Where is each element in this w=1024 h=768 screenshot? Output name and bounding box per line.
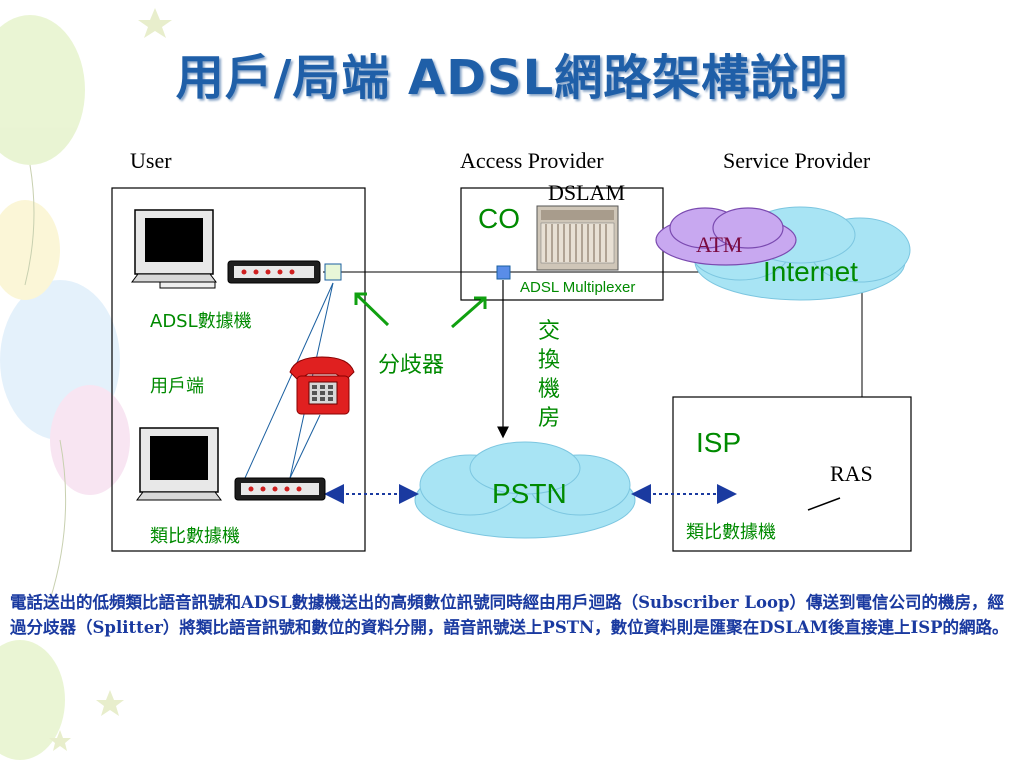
star-shape bbox=[49, 730, 71, 751]
computer-icon bbox=[136, 427, 222, 501]
isp-analog-modem-label: 類比數據機 bbox=[686, 522, 776, 543]
user-side-label: 用戶端 bbox=[150, 376, 204, 397]
phone-wire bbox=[244, 282, 334, 479]
co-label: CO bbox=[478, 203, 520, 234]
telephone-cord bbox=[289, 414, 321, 479]
ras-device bbox=[807, 497, 841, 511]
header-access-provider: Access Provider bbox=[460, 148, 604, 173]
splitter-label: 分歧器 bbox=[378, 353, 445, 378]
header-user: User bbox=[130, 148, 172, 173]
user-analog-modem-label: 類比數據機 bbox=[150, 526, 240, 547]
header-service-provider: Service Provider bbox=[723, 148, 871, 173]
pstn-cloud bbox=[414, 441, 636, 539]
isp-box bbox=[672, 396, 912, 552]
user-box bbox=[111, 187, 366, 552]
star-shape bbox=[96, 690, 124, 716]
ras-label: RAS bbox=[830, 461, 873, 486]
analog-modem-icon bbox=[234, 477, 326, 501]
isp-label: ISP bbox=[696, 427, 742, 458]
balloon-shape bbox=[50, 385, 130, 495]
adsl-modem-icon bbox=[227, 260, 321, 284]
internet-label: Internet bbox=[763, 256, 858, 287]
atm-label: ATM bbox=[696, 232, 743, 257]
user-splitter bbox=[324, 263, 342, 281]
splitter-pointer-right-head bbox=[474, 296, 487, 309]
balloon-string bbox=[24, 164, 35, 286]
splitter-pointer-left-head bbox=[354, 292, 367, 305]
star-shape bbox=[138, 8, 172, 38]
adsl-modem-label: ADSL數據機 bbox=[150, 311, 252, 332]
page-title: 用戶/局端 ADSL網路架構說明 bbox=[175, 50, 849, 106]
balloon-shape bbox=[0, 15, 85, 165]
dslam-icon bbox=[536, 205, 619, 271]
description-caption: 電話送出的低頻類比語音訊號和ADSL數據機送出的高頻數位訊號同時經由用戶迴路（S… bbox=[10, 593, 1009, 637]
balloon-string bbox=[49, 439, 67, 601]
balloon-shape bbox=[0, 640, 65, 760]
balloon-shape bbox=[0, 200, 60, 300]
co-splitter bbox=[496, 265, 511, 280]
pstn-label: PSTN bbox=[492, 478, 567, 509]
adsl-multiplexer-label: ADSL Multiplexer bbox=[520, 279, 636, 296]
atm-cloud bbox=[655, 207, 797, 266]
telephone-icon bbox=[289, 356, 355, 415]
computer-icon bbox=[131, 209, 217, 289]
splitter-pointer-right bbox=[451, 296, 486, 329]
splitter-pointer-left bbox=[354, 292, 390, 327]
exchange-room-label: 交換機房 bbox=[538, 319, 561, 431]
dslam-label: DSLAM bbox=[548, 180, 626, 205]
